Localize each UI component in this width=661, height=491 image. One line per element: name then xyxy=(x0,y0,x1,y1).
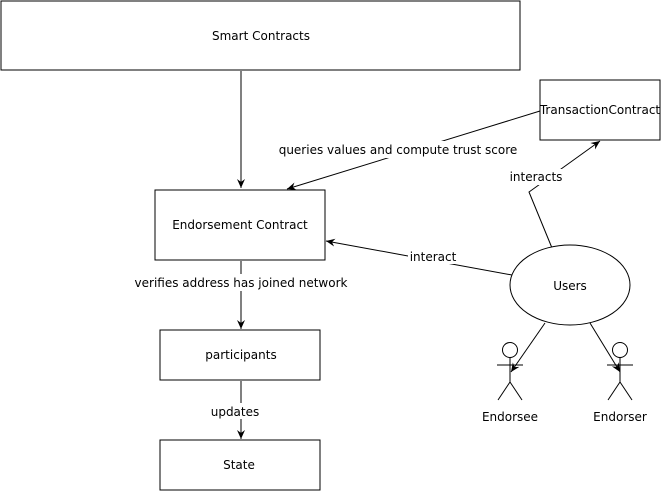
node-users-label: Users xyxy=(553,279,587,293)
person-icon xyxy=(497,342,523,401)
edge-label-interacts: interacts xyxy=(510,170,563,184)
node-endorsement-contract-label: Endorsement Contract xyxy=(172,218,308,232)
node-transaction-contract-label: TransactionContract xyxy=(539,103,661,117)
actor-endorser-label: Endorser xyxy=(593,410,647,424)
edge-label-updates: updates xyxy=(211,405,260,419)
node-smart-contracts-label: Smart Contracts xyxy=(212,29,310,43)
node-endorsement-contract[interactable]: Endorsement Contract xyxy=(154,189,326,261)
node-state[interactable]: State xyxy=(159,439,321,491)
edge-label-queries: queries values and compute trust score xyxy=(279,143,518,157)
actor-endorser[interactable]: Endorser xyxy=(593,342,647,425)
actor-endorsee-label: Endorsee xyxy=(482,410,538,424)
node-participants[interactable]: participants xyxy=(159,329,321,381)
actor-endorsee[interactable]: Endorsee xyxy=(482,342,538,425)
edge-label-verifies: verifies address has joined network xyxy=(135,276,348,290)
node-users[interactable]: Users xyxy=(509,244,631,326)
edge-users-to-endorsee xyxy=(510,322,546,373)
node-transaction-contract[interactable]: TransactionContract xyxy=(539,79,661,141)
edge-users-to-endorser xyxy=(589,322,621,373)
person-icon xyxy=(607,342,633,401)
edge-users-to-transaction xyxy=(528,140,601,249)
node-smart-contracts[interactable]: Smart Contracts xyxy=(0,0,521,71)
node-state-label: State xyxy=(223,458,255,472)
node-participants-label: participants xyxy=(205,348,276,362)
edge-label-interact: interact xyxy=(410,250,457,264)
